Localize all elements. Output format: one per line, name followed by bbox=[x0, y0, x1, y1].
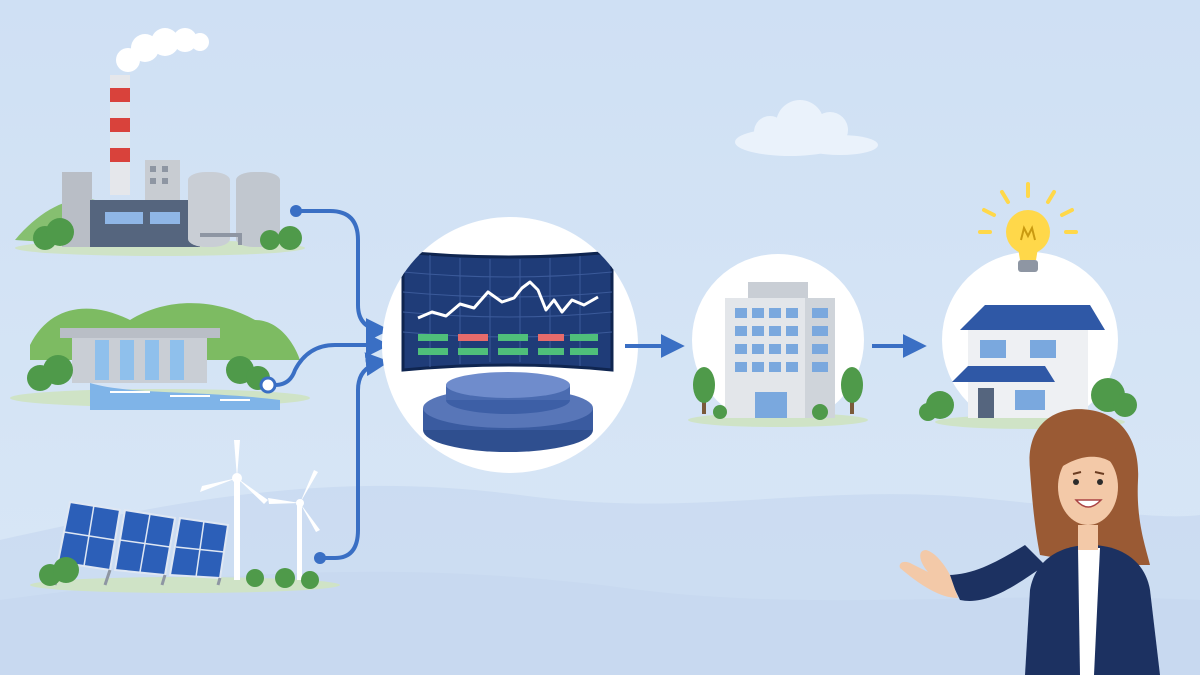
tree-cluster bbox=[693, 367, 863, 420]
flow-line-solar-wind bbox=[320, 352, 390, 560]
wind-turbine-icon bbox=[200, 440, 268, 580]
control-center bbox=[382, 217, 638, 473]
chart-line bbox=[417, 280, 599, 320]
hand bbox=[899, 550, 958, 598]
office-building bbox=[688, 254, 868, 427]
power-plant bbox=[15, 28, 305, 256]
tree-cluster bbox=[33, 218, 302, 250]
connector-node bbox=[259, 376, 277, 394]
bangs bbox=[1057, 431, 1120, 470]
tree-cluster bbox=[27, 355, 270, 391]
dashboard-screen-icon bbox=[401, 250, 614, 372]
presenter-woman bbox=[899, 409, 1160, 675]
background-hills-near bbox=[0, 571, 1200, 675]
house bbox=[919, 182, 1137, 429]
server-platform-icon bbox=[423, 372, 593, 452]
flow-line-power-plant bbox=[296, 209, 390, 342]
suit-arm bbox=[948, 545, 1045, 601]
neck bbox=[1078, 525, 1098, 550]
house-icon bbox=[952, 305, 1105, 418]
office-building-icon bbox=[725, 282, 835, 418]
solar-panel-icon bbox=[53, 500, 230, 586]
tree-cluster bbox=[919, 378, 1137, 421]
flow-line-hydro bbox=[274, 333, 390, 387]
wind-turbine-icon bbox=[268, 470, 320, 580]
flow-lines-sources bbox=[274, 209, 390, 560]
smoke-icon bbox=[116, 28, 209, 72]
shirt bbox=[1078, 548, 1100, 675]
light-bulb-icon bbox=[978, 182, 1078, 272]
hydro-dam bbox=[10, 303, 310, 410]
face bbox=[1058, 449, 1118, 525]
factory-icon bbox=[62, 75, 280, 247]
cloud-icon bbox=[735, 100, 878, 156]
tree-cluster bbox=[39, 557, 319, 589]
smile bbox=[1074, 499, 1103, 508]
dam-icon bbox=[60, 328, 280, 410]
solar-wind-farm bbox=[30, 440, 340, 593]
